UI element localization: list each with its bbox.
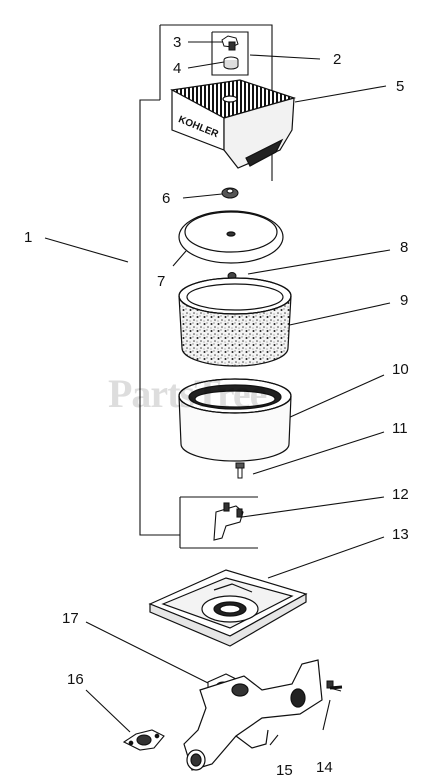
flange-gasket — [122, 729, 165, 751]
leader-12 — [241, 496, 385, 518]
callout-2: 2 — [333, 51, 342, 68]
leader-1 — [44, 237, 129, 263]
leader-14 — [322, 699, 331, 731]
wing-nut — [221, 35, 239, 51]
precleaner — [178, 277, 292, 367]
leader-17 — [85, 621, 213, 686]
air-filter-element — [178, 378, 292, 462]
leader-11 — [252, 431, 385, 475]
callout-9: 9 — [400, 292, 409, 309]
elbow-screw — [326, 680, 343, 692]
element-cover — [178, 210, 284, 264]
callout-13: 13 — [392, 526, 409, 543]
breather-bracket — [213, 502, 244, 541]
leader-16 — [85, 689, 131, 733]
callout-7: 7 — [157, 273, 166, 290]
leader-8 — [247, 249, 391, 275]
air-cleaner-cover: KOHLER — [170, 79, 297, 169]
leader-10 — [287, 374, 385, 419]
callout-10: 10 — [392, 361, 409, 378]
callout-8: 8 — [400, 239, 409, 256]
hardware-box — [211, 31, 249, 76]
leader-5 — [294, 85, 387, 103]
callout-14: 14 — [316, 759, 333, 776]
callout-12: 12 — [392, 486, 409, 503]
leader-6 — [182, 193, 223, 199]
group-bracket — [139, 99, 180, 536]
callout-16: 16 — [67, 671, 84, 688]
leader-9 — [284, 302, 391, 327]
element-bolt — [235, 462, 245, 479]
leader-4 — [187, 61, 225, 69]
leader-7 — [172, 250, 187, 267]
intake-elbow — [183, 659, 323, 771]
callout-4: 4 — [173, 60, 182, 77]
watermark: PartsTree — [108, 371, 267, 416]
leader-15 — [269, 734, 279, 746]
callout-11: 11 — [392, 420, 408, 437]
callout-5: 5 — [396, 78, 405, 95]
leader-2 — [249, 54, 321, 60]
cover-nut — [221, 187, 239, 199]
callout-6: 6 — [162, 190, 171, 207]
leader-13 — [267, 536, 385, 579]
grommet — [223, 56, 239, 70]
callout-17: 17 — [62, 610, 79, 627]
air-cleaner-base — [148, 569, 308, 647]
callout-1: 1 — [24, 229, 33, 246]
callout-3: 3 — [173, 34, 182, 51]
callout-15: 15 — [276, 762, 293, 779]
